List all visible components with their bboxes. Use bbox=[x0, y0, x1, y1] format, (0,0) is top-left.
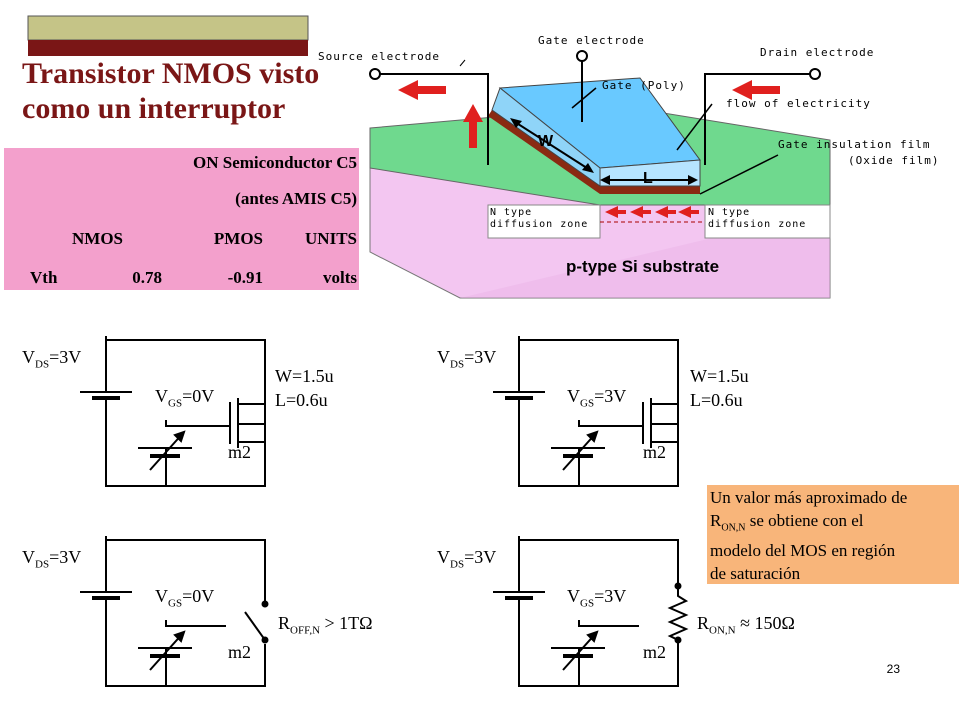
c4-vgs-label: VGS=3V bbox=[567, 586, 627, 610]
label-oxide-film: (Oxide film) bbox=[848, 154, 940, 167]
label-l: L bbox=[643, 170, 653, 187]
c4-ron-label: RON,N ≈ 150Ω bbox=[697, 613, 795, 637]
page-number: 23 bbox=[886, 662, 900, 676]
note-line-1: Un valor más aproximado de bbox=[710, 488, 908, 507]
circuit-on-resistor bbox=[493, 536, 689, 687]
header-nmos: NMOS bbox=[72, 229, 123, 248]
label-flow: flow of electricity bbox=[726, 97, 871, 110]
header-units: UNITS bbox=[305, 229, 357, 248]
nmos-transistor-icon bbox=[639, 398, 678, 448]
label-gate-insulation: Gate insulation film bbox=[778, 138, 931, 151]
vth-units: volts bbox=[323, 268, 357, 287]
nmos-transistor-icon bbox=[226, 398, 265, 448]
variable-source-icon bbox=[551, 630, 605, 671]
c1-vgs-label: VGS=0V bbox=[155, 386, 215, 410]
variable-source-icon bbox=[551, 430, 605, 471]
c2-width-label: W=1.5u bbox=[690, 366, 749, 386]
battery-icon bbox=[493, 391, 545, 434]
c2-vds-label: VDS=3V bbox=[437, 347, 497, 371]
label-gate-electrode: Gate electrode bbox=[538, 34, 645, 47]
circuit-off-switch bbox=[80, 536, 272, 687]
title-line-2: como un interruptor bbox=[22, 92, 286, 125]
battery-icon bbox=[80, 391, 132, 434]
label-source-electrode: Source electrode bbox=[318, 50, 440, 63]
c3-roff-label: ROFF,N > 1TΩ bbox=[278, 613, 373, 637]
title-line-1: Transistor NMOS visto bbox=[22, 57, 320, 90]
c2-length-label: L=0.6u bbox=[690, 390, 743, 410]
note-line-4: de saturación bbox=[710, 564, 801, 584]
c1-length-label: L=0.6u bbox=[275, 390, 328, 410]
circuit-on-transistor bbox=[493, 336, 679, 487]
c3-vds-label: VDS=3V bbox=[22, 547, 82, 571]
note-box: Un valor más aproximado de RON,N se obti… bbox=[707, 485, 959, 584]
c1-vds-label: VDS=3V bbox=[22, 347, 82, 371]
foundry-former-name: (antes AMIS C5) bbox=[235, 189, 357, 208]
label-w: W bbox=[538, 133, 554, 150]
param-vth: Vth bbox=[30, 268, 58, 287]
process-parameter-table: ON Semiconductor C5 (antes AMIS C5) NMOS… bbox=[4, 148, 359, 290]
label-gate-poly: Gate (Poly) bbox=[602, 79, 686, 92]
mosfet-structure-diagram bbox=[369, 50, 831, 299]
variable-source-icon bbox=[138, 630, 192, 671]
battery-icon bbox=[80, 591, 132, 634]
c1-width-label: W=1.5u bbox=[275, 366, 334, 386]
header-pmos: PMOS bbox=[213, 229, 263, 248]
variable-source-icon bbox=[138, 430, 192, 471]
c4-device-label: m2 bbox=[643, 642, 667, 662]
c3-vgs-label: VGS=0V bbox=[155, 586, 215, 610]
header-decoration bbox=[27, 15, 309, 56]
note-line-3: modelo del MOS en región bbox=[710, 541, 896, 561]
label-substrate: p-type Si substrate bbox=[566, 257, 720, 276]
c4-vds-label: VDS=3V bbox=[437, 547, 497, 571]
note-line-2: RON,N se obtiene con el bbox=[710, 511, 864, 534]
c2-device-label: m2 bbox=[643, 442, 667, 462]
foundry-name: ON Semiconductor C5 bbox=[192, 153, 357, 172]
slide-title: Transistor NMOS visto como un interrupto… bbox=[22, 56, 319, 126]
open-switch-icon bbox=[244, 540, 272, 686]
battery-icon bbox=[493, 591, 545, 634]
vth-pmos: -0.91 bbox=[227, 268, 263, 287]
c3-device-label: m2 bbox=[228, 642, 252, 662]
circuit-off-transistor bbox=[80, 336, 266, 487]
resistor-icon bbox=[667, 540, 689, 686]
label-drain-electrode: Drain electrode bbox=[760, 46, 875, 59]
vth-nmos: 0.78 bbox=[132, 268, 162, 287]
c1-device-label: m2 bbox=[228, 442, 252, 462]
c2-vgs-label: VGS=3V bbox=[567, 386, 627, 410]
